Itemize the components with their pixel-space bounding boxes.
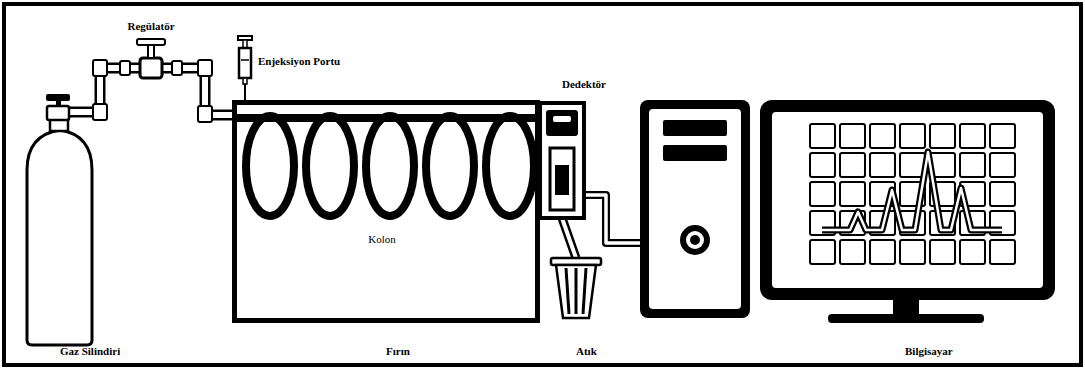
part-label: Bilgisayar <box>905 345 953 358</box>
column-coil <box>234 116 540 216</box>
waste-bin-shape <box>548 255 604 358</box>
part-label: Gaz Silindiri <box>60 345 120 358</box>
regulator-valve <box>137 39 165 78</box>
part-label: Fırın <box>386 345 410 358</box>
waste-bin: Atık <box>548 255 604 358</box>
computer: Bilgisayar <box>635 95 1065 358</box>
part-name: Kolon <box>368 233 396 246</box>
injection-syringe <box>238 36 252 104</box>
part-name: Regülatör <box>127 20 174 33</box>
part-name: Enjeksiyon Portu <box>258 55 340 68</box>
computer-shape <box>635 95 1065 358</box>
gas-cylinder: Gaz Silindiri <box>15 90 105 358</box>
part-label: Dedektör <box>562 78 606 91</box>
oven: Fırın <box>232 100 540 358</box>
detector-shape <box>532 78 592 220</box>
pipe-connector <box>562 218 576 258</box>
pipe-connector <box>584 195 640 243</box>
frame <box>4 4 1081 365</box>
part-label: Atık <box>576 345 597 358</box>
detector: Dedektör <box>532 78 592 220</box>
gas-cylinder-shape <box>15 90 105 358</box>
oven-shape <box>232 100 540 358</box>
